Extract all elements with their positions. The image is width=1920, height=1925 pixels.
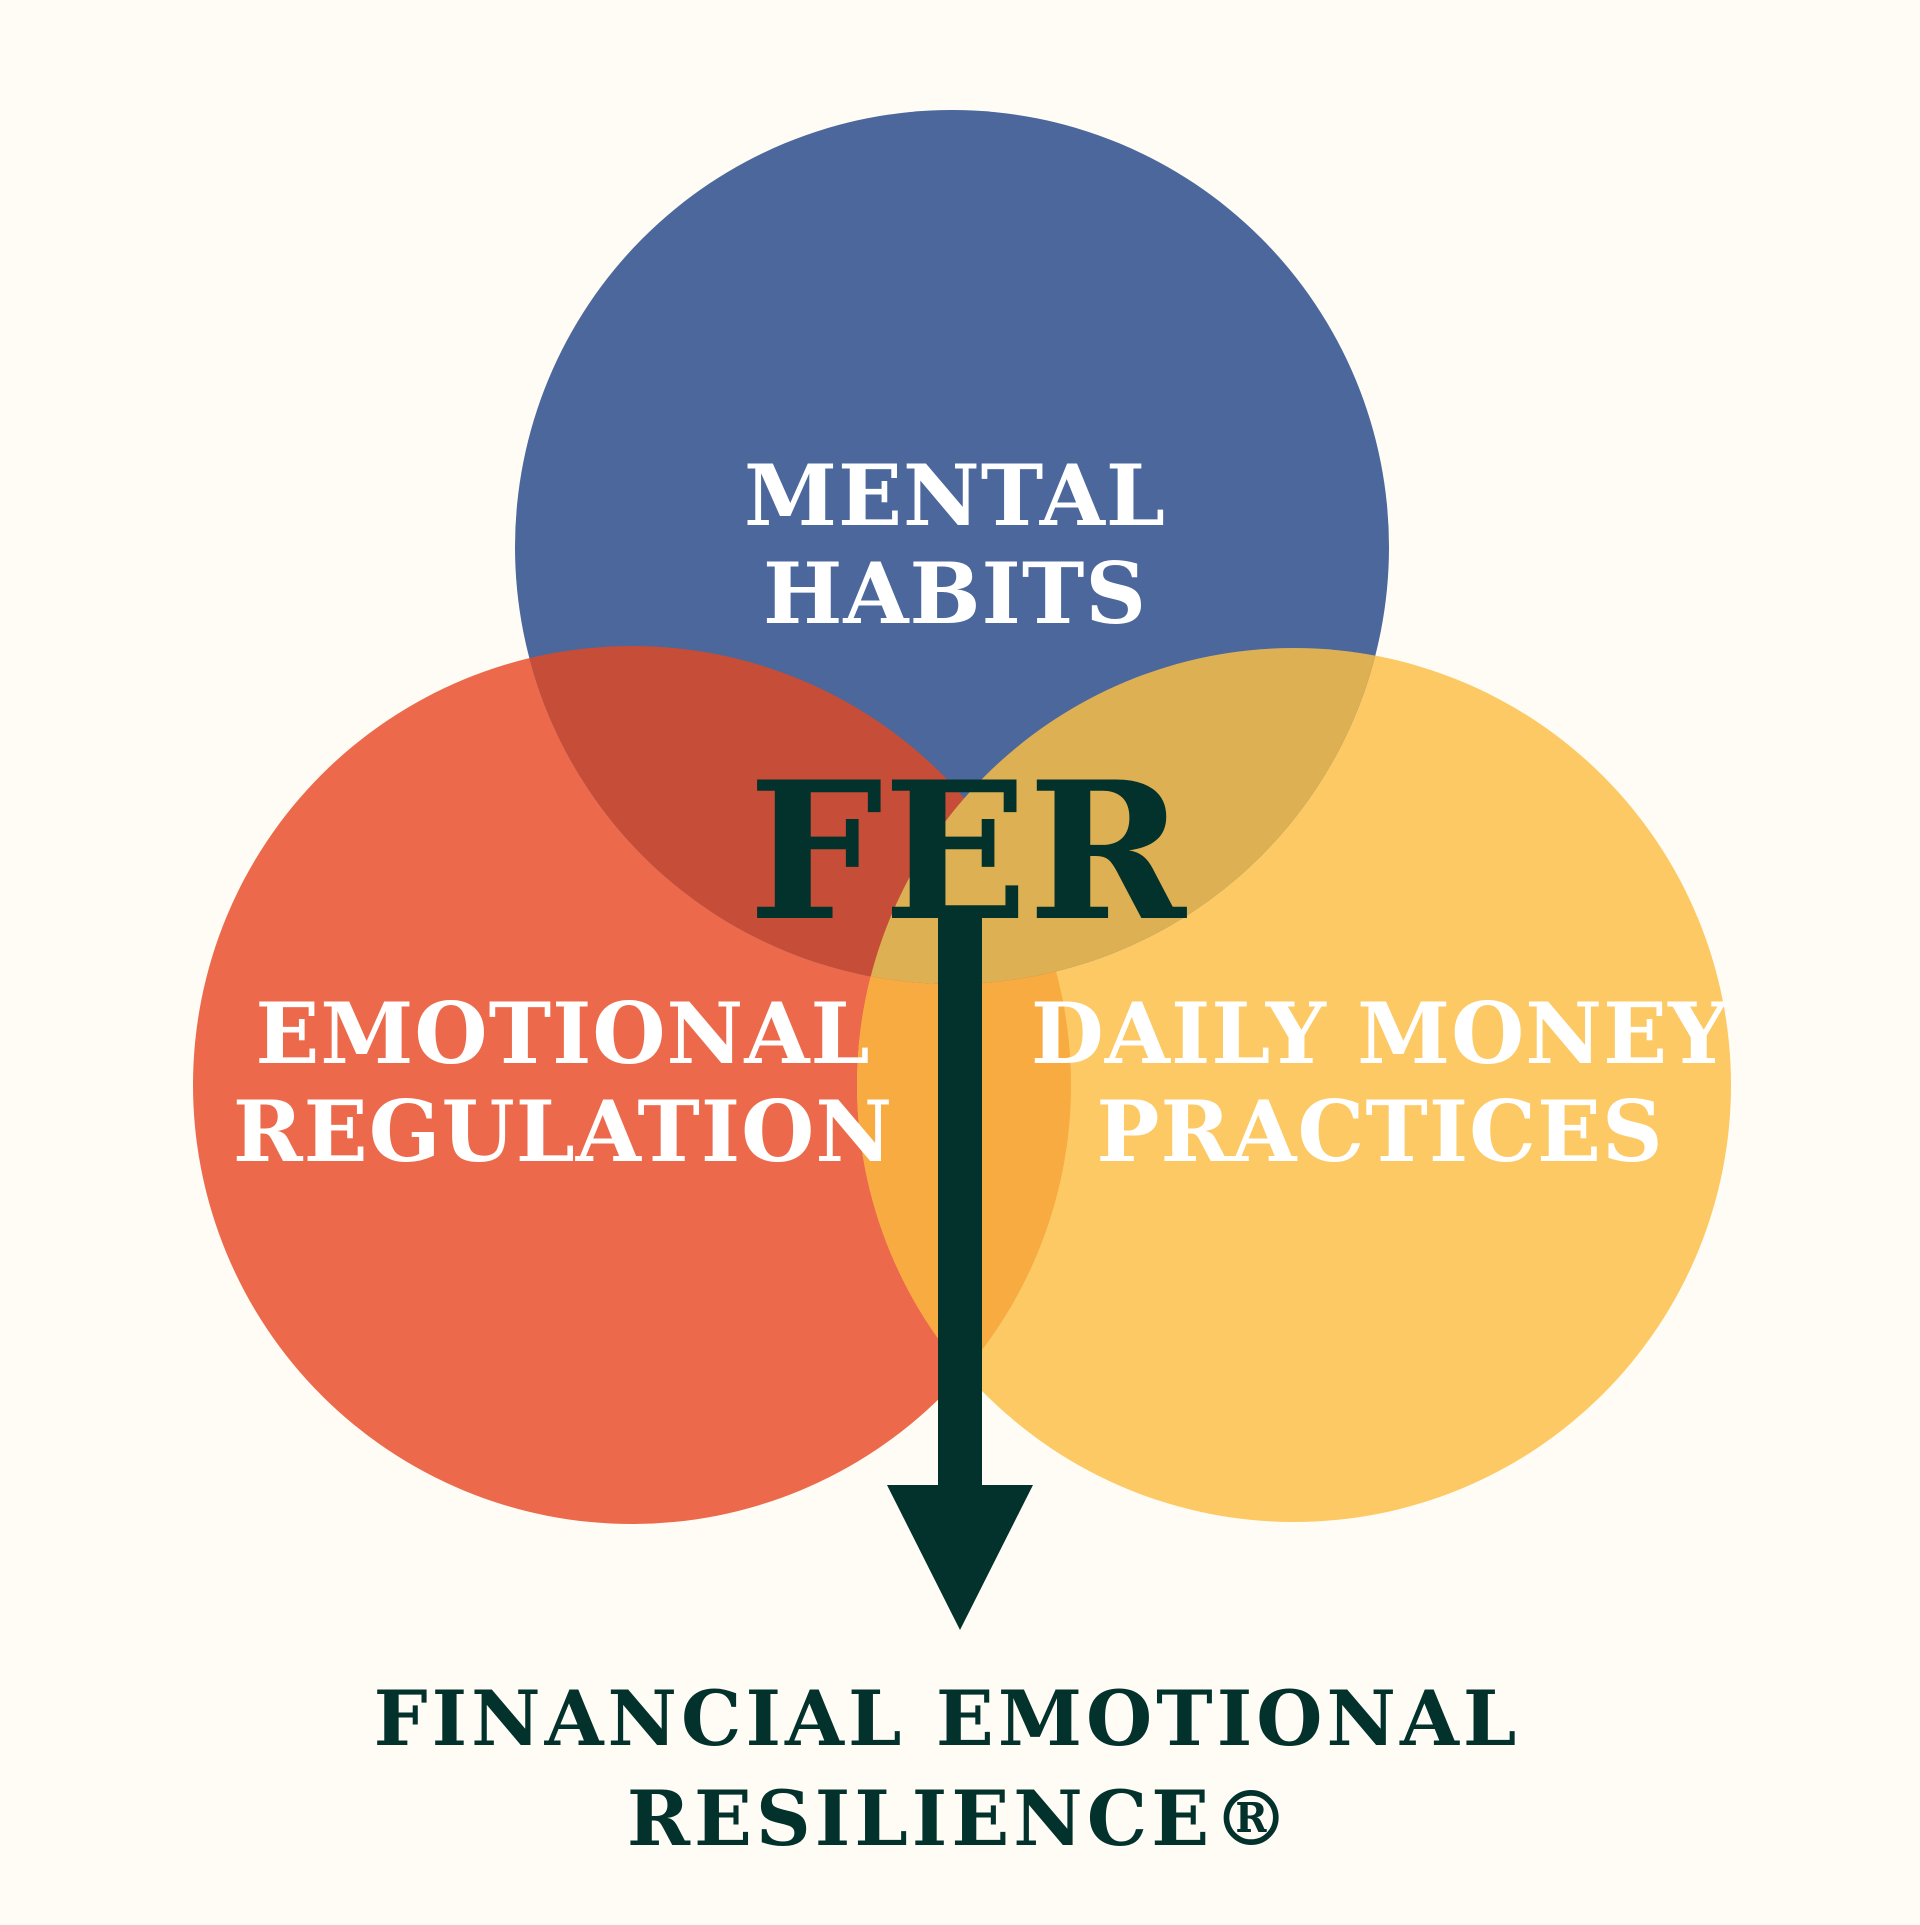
fer-center-label: FER <box>748 740 1188 963</box>
daily-money-practices-label-line2: PRACTICES <box>1096 1082 1663 1181</box>
down-arrow-icon <box>887 915 1033 1630</box>
mental-habits-label-line1: MENTAL <box>744 446 1166 545</box>
emotional-regulation-label-line1: EMOTIONAL <box>255 984 870 1083</box>
outcome-label-line2: RESILIENCE® <box>627 1774 1293 1863</box>
outcome-label-line1: FINANCIAL EMOTIONAL <box>374 1674 1521 1763</box>
overlap-mental-emotional <box>515 646 1071 984</box>
mental-habits-label-line2: HABITS <box>763 544 1147 643</box>
daily-money-practices-label-line1: DAILY MONEY <box>1031 984 1729 1083</box>
emotional-regulation-label-line2: REGULATION <box>233 1082 893 1181</box>
overlap-mental-daily <box>857 648 1389 984</box>
